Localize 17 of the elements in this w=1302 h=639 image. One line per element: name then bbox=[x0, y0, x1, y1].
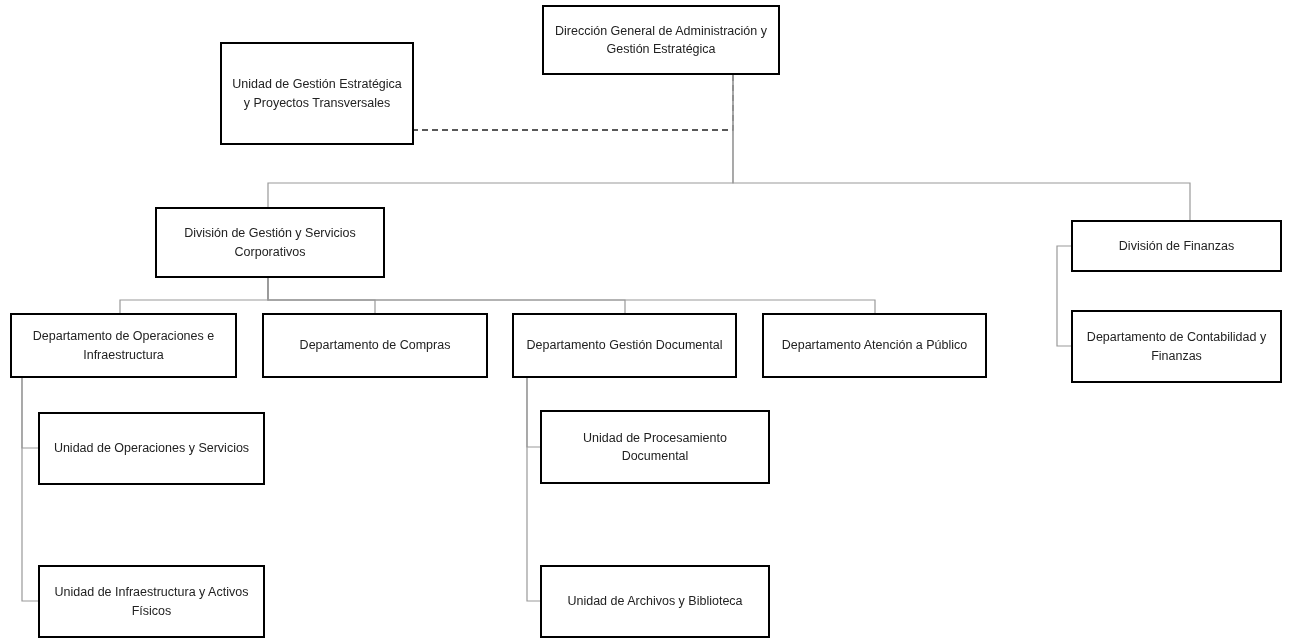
org-box: Departamento de Contabilidad y Finanzas bbox=[1071, 310, 1282, 383]
org-box: Departamento Gestión Documental bbox=[512, 313, 737, 378]
org-box: División de Gestión y Servicios Corporativos bbox=[155, 207, 385, 278]
org-box: Unidad de Procesamiento Documental bbox=[540, 410, 770, 484]
org-box: Unidad de Gestión Estratégica y Proyectos Transversales bbox=[220, 42, 414, 145]
org-box: Departamento de Operaciones e Infraestructura bbox=[10, 313, 237, 378]
connector-line bbox=[526, 377, 541, 602]
org-box: División de Finanzas bbox=[1071, 220, 1282, 272]
connector-line bbox=[732, 74, 1191, 221]
org-box: Unidad de Infraestructura y Activos Físicos bbox=[38, 565, 265, 638]
org-box: Unidad de Operaciones y Servicios bbox=[38, 412, 265, 485]
connector-line bbox=[1056, 245, 1072, 347]
org-box: Dirección General de Administración y Gestión Estratégica bbox=[542, 5, 780, 75]
org-box: Unidad de Archivos y Biblioteca bbox=[540, 565, 770, 638]
org-box: Departamento Atención a Público bbox=[762, 313, 987, 378]
connector-line bbox=[21, 377, 39, 602]
org-box: Departamento de Compras bbox=[262, 313, 488, 378]
